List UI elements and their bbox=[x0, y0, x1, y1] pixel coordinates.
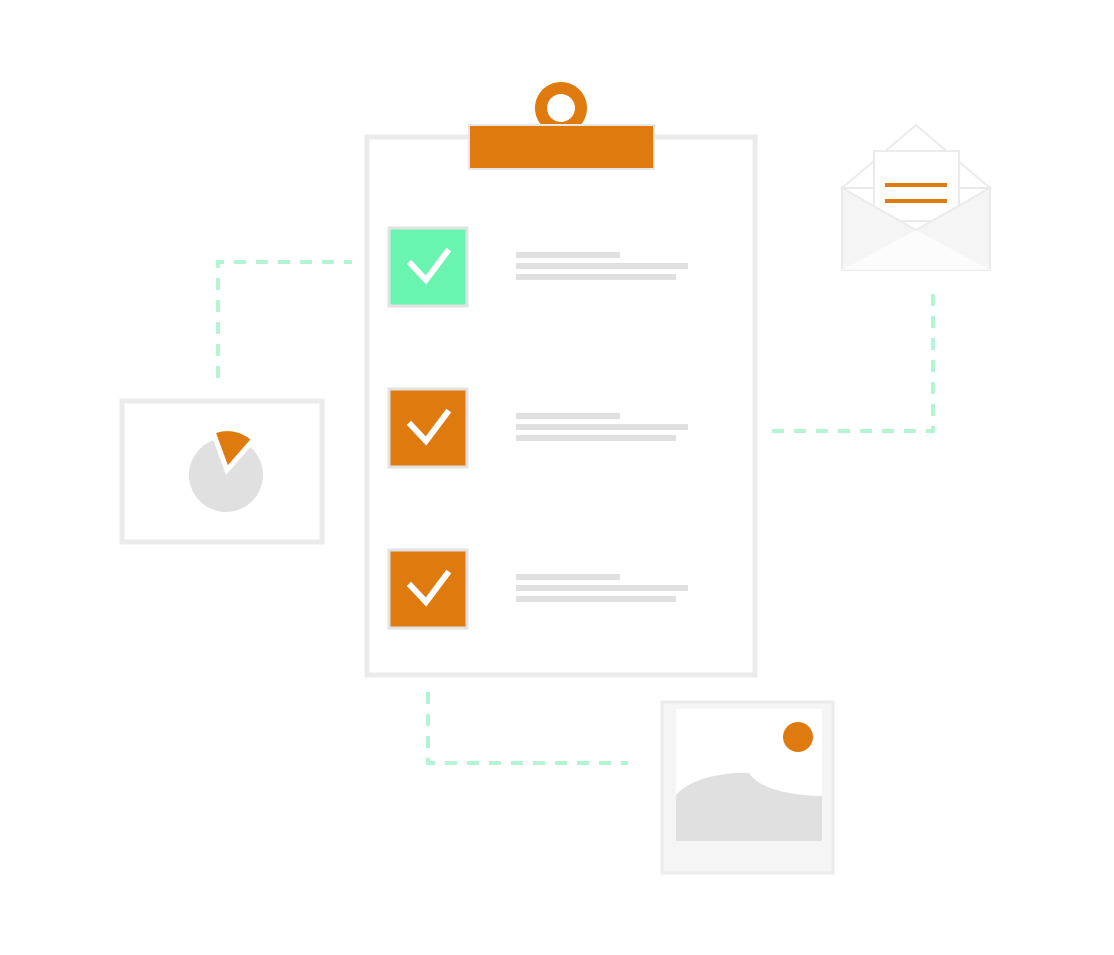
text-placeholder-line bbox=[516, 585, 688, 591]
checklist-item bbox=[387, 548, 688, 630]
image-icon bbox=[676, 709, 822, 841]
pie-chart-icon bbox=[189, 429, 263, 512]
text-placeholder-line bbox=[516, 252, 620, 258]
text-placeholder-line bbox=[516, 596, 676, 602]
text-placeholder-line bbox=[516, 574, 620, 580]
checklist-item bbox=[387, 226, 688, 308]
text-placeholder-line bbox=[516, 263, 688, 269]
clip-bar bbox=[468, 124, 655, 170]
image-sun bbox=[783, 722, 813, 752]
checkmark-icon bbox=[406, 408, 452, 446]
pie-chart-card bbox=[119, 398, 325, 545]
image-card bbox=[660, 700, 835, 875]
clipboard bbox=[364, 82, 758, 678]
checkbox bbox=[387, 387, 469, 469]
text-placeholder-line bbox=[516, 435, 676, 441]
envelope-fold-shadow bbox=[842, 230, 990, 270]
text-placeholder-line bbox=[516, 424, 688, 430]
checklist-item bbox=[387, 387, 688, 469]
envelope-letter-line-1 bbox=[885, 183, 947, 187]
connector-to-mail-card bbox=[772, 292, 935, 433]
connector-lines bbox=[216, 260, 935, 765]
open-envelope-icon bbox=[839, 123, 993, 271]
envelope-body bbox=[841, 186, 991, 271]
clip-ring-hole bbox=[547, 94, 575, 122]
checkbox bbox=[387, 226, 469, 308]
connector-to-image-card bbox=[426, 692, 628, 765]
checkbox bbox=[387, 548, 469, 630]
checklist bbox=[387, 226, 688, 630]
envelope-letter-line-2 bbox=[885, 199, 947, 203]
image-hills bbox=[676, 772, 822, 841]
text-placeholder-line bbox=[516, 413, 620, 419]
clipboard-clip bbox=[468, 82, 655, 170]
pie-slice-highlight bbox=[213, 429, 254, 470]
connector-to-pie-card bbox=[216, 260, 352, 378]
pie-slice-remainder bbox=[189, 440, 263, 512]
checkmark-icon bbox=[406, 569, 452, 607]
checkmark-icon bbox=[406, 247, 452, 285]
text-placeholder-line bbox=[516, 274, 676, 280]
